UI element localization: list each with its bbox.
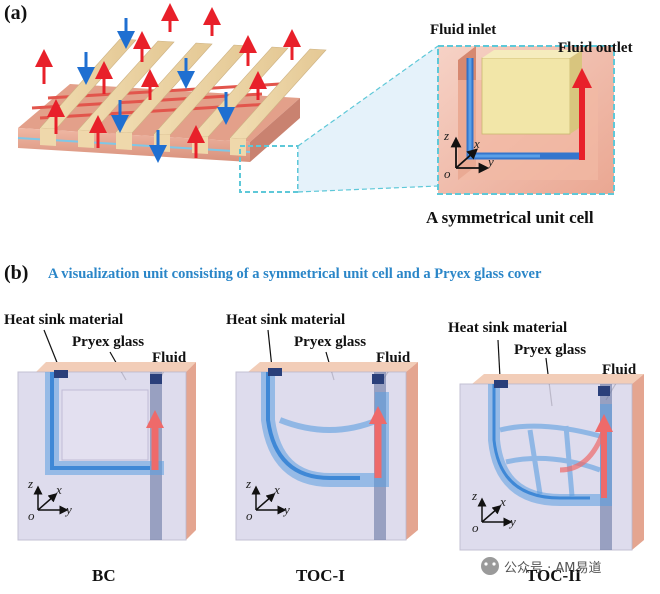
axes-panel-a xyxy=(450,136,490,174)
array-inlet-arrows xyxy=(77,18,235,163)
toc-ii-caption: TOC-II xyxy=(526,566,582,585)
axis-o-toc-ii: o xyxy=(472,520,479,535)
fluid-inlet-label: Fluid inlet xyxy=(430,22,497,38)
toc-i-fluid-label: Fluid xyxy=(376,350,411,366)
axes-toc-ii xyxy=(477,497,513,527)
unit-bc xyxy=(17,362,196,541)
panel-a-tag: (a) xyxy=(4,2,28,24)
unit-cell-caption: A symmetrical unit cell xyxy=(426,208,594,227)
toc-i-heat-sink-label: Heat sink material xyxy=(226,312,346,328)
zoom-wedge xyxy=(298,46,438,192)
axis-x-bc: x xyxy=(56,482,62,497)
bc-heat-sink-label: Heat sink material xyxy=(4,312,124,328)
bc-glass-label: Pryex glass xyxy=(72,334,145,350)
toc-i-glass-label: Pryex glass xyxy=(294,334,367,350)
unit-cell xyxy=(437,45,615,195)
axis-y-bc: y xyxy=(66,502,72,517)
axis-o-toc-i: o xyxy=(246,508,253,523)
axis-o-bc: o xyxy=(28,508,35,523)
axis-z-bc: z xyxy=(28,476,34,491)
toc-ii-fluid-label: Fluid xyxy=(602,362,637,378)
toc-i-caption: TOC-I xyxy=(296,566,345,585)
fluid-outlet-label: Fluid outlet xyxy=(558,40,633,56)
axis-z-toc-i: z xyxy=(246,476,252,491)
bc-caption: BC xyxy=(92,566,116,585)
axes-bc xyxy=(33,485,69,515)
axis-x-toc-ii: x xyxy=(500,494,506,509)
toc-ii-heat-sink-label: Heat sink material xyxy=(448,320,568,336)
axis-x-a: x xyxy=(474,136,480,151)
axis-y-toc-ii: y xyxy=(510,514,516,529)
panel-b-subtitle: A visualization unit consisting of a sym… xyxy=(48,266,542,282)
axis-y-a: y xyxy=(488,154,494,169)
watermark-logo xyxy=(481,557,499,575)
axes-toc-i xyxy=(251,485,287,515)
unit-toc-i xyxy=(235,362,418,541)
unit-toc-ii xyxy=(459,374,644,551)
panel-b-tag: (b) xyxy=(4,262,29,284)
axis-y-toc-i: y xyxy=(284,502,290,517)
axis-z-a: z xyxy=(444,128,450,143)
array-outlet-arrows xyxy=(35,3,301,158)
axis-o-a: o xyxy=(444,166,451,181)
watermark-text: 公众号 · AM易道 xyxy=(504,561,602,576)
bc-fluid-label: Fluid xyxy=(152,350,187,366)
toc-ii-glass-label: Pryex glass xyxy=(514,342,587,358)
axis-z-toc-ii: z xyxy=(472,488,478,503)
axis-x-toc-i: x xyxy=(274,482,280,497)
